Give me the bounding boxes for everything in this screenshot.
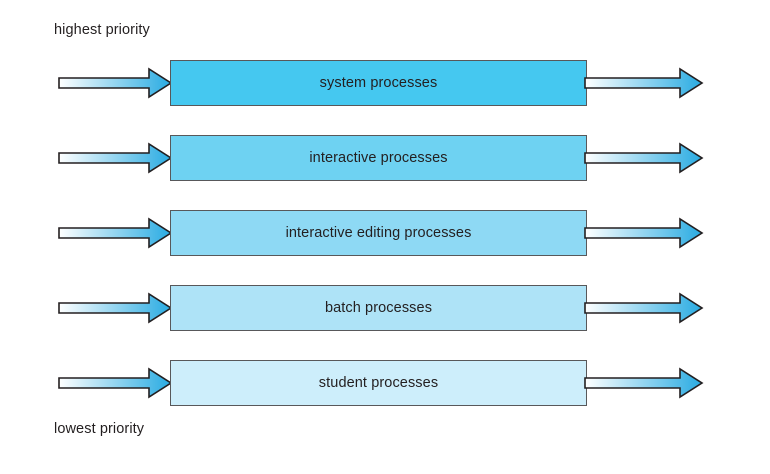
queue-row: interactive editing processes	[0, 210, 770, 256]
queue-box: system processes	[170, 60, 587, 106]
queue-row: interactive processes	[0, 135, 770, 181]
lowest-priority-label: lowest priority	[54, 421, 145, 437]
queue-box-label: system processes	[319, 75, 438, 91]
queue-row: batch processes	[0, 285, 770, 331]
queue-box: student processes	[170, 360, 587, 406]
queue-box: interactive editing processes	[170, 210, 587, 256]
queue-input-arrow-icon	[58, 367, 173, 399]
queue-box-label: student processes	[318, 375, 439, 391]
queue-box: interactive processes	[170, 135, 587, 181]
queue-row: system processes	[0, 60, 770, 106]
queue-box-label: interactive editing processes	[285, 225, 472, 241]
queue-box-label: batch processes	[324, 300, 433, 316]
queue-box: batch processes	[170, 285, 587, 331]
queue-box-label: interactive processes	[309, 150, 448, 166]
queue-input-arrow-icon	[58, 217, 173, 249]
queue-row: student processes	[0, 360, 770, 406]
queue-output-arrow-icon	[584, 142, 704, 174]
queue-input-arrow-icon	[58, 292, 173, 324]
queue-output-arrow-icon	[584, 367, 704, 399]
queue-output-arrow-icon	[584, 67, 704, 99]
queue-output-arrow-icon	[584, 217, 704, 249]
queue-input-arrow-icon	[58, 142, 173, 174]
queue-input-arrow-icon	[58, 67, 173, 99]
queue-output-arrow-icon	[584, 292, 704, 324]
highest-priority-label: highest priority	[54, 22, 150, 38]
